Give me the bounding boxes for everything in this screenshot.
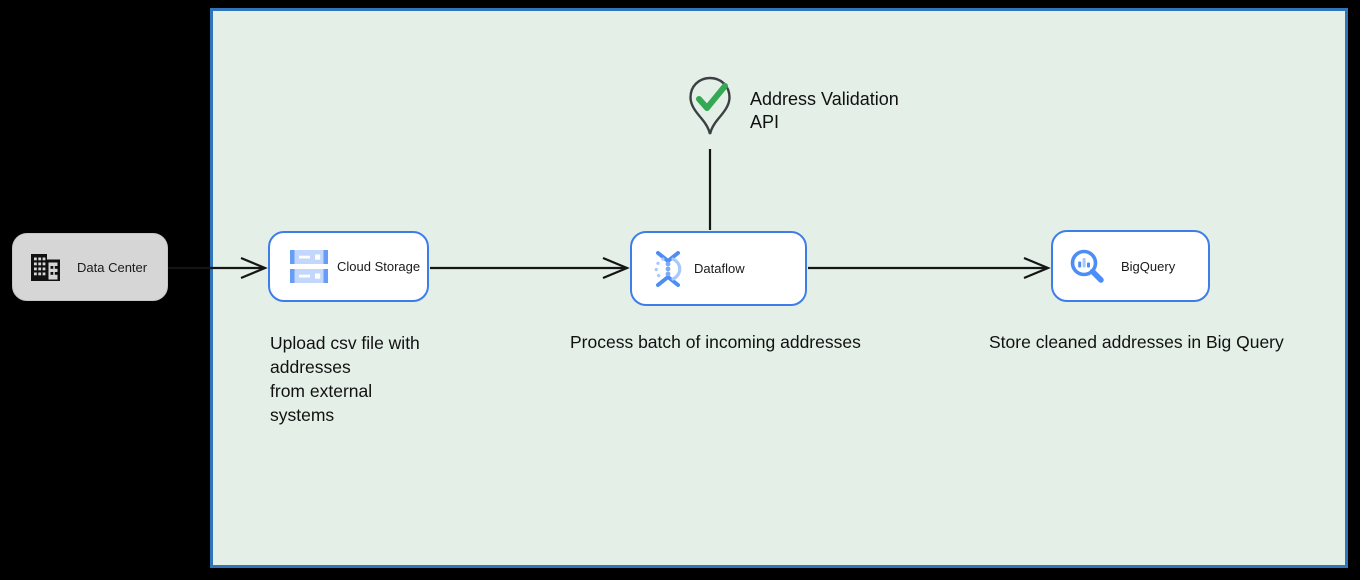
bigquery-icon: [1070, 249, 1104, 283]
caption-cloud-storage: Upload csv file with addresses from exte…: [270, 333, 420, 425]
node-label: Cloud Storage: [337, 259, 421, 274]
node-dataflow[interactable]: Dataflow: [630, 231, 807, 306]
node-label: Data Center: [77, 259, 148, 275]
annotation-address-validation-api: Address Validation API: [750, 89, 899, 132]
caption-bigquery: Store cleaned addresses in Big Query: [989, 332, 1284, 352]
node-label: BigQuery: [1121, 258, 1176, 274]
pin-check-icon: [689, 76, 731, 135]
caption-dataflow: Process batch of incoming addresses: [570, 332, 861, 352]
cloud-storage-icon: [290, 250, 328, 283]
dataflow-icon: [654, 250, 682, 287]
node-data-center[interactable]: Data Center: [12, 233, 168, 301]
node-label: Dataflow: [694, 261, 745, 276]
node-cloud-storage[interactable]: Cloud Storage: [268, 231, 429, 302]
node-bigquery[interactable]: BigQuery: [1051, 230, 1210, 302]
building-icon: [31, 253, 60, 281]
